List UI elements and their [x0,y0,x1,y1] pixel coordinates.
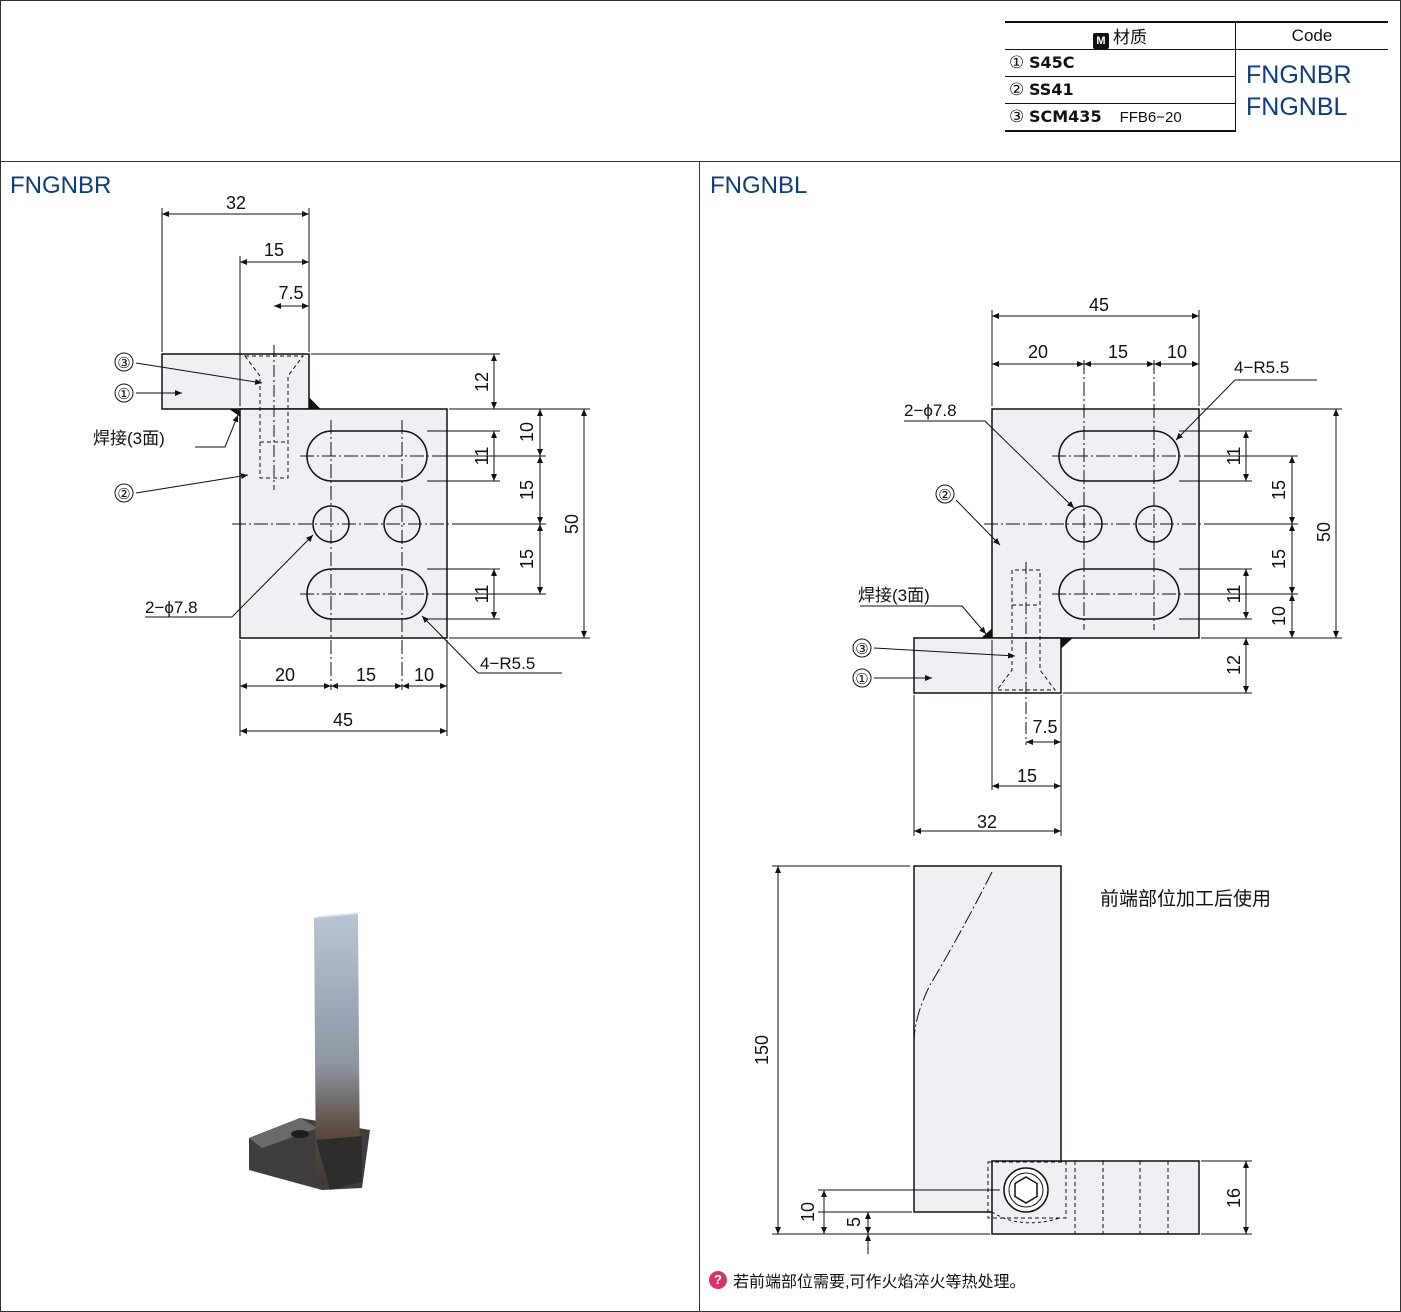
machining-note: 前端部位加工后使用 [1100,889,1272,910]
code-fngnbl: FNGNBL [1246,92,1348,121]
right-dim-15-bottom: 15 [1017,766,1037,786]
right-holes-label: 2−ϕ7.8 [904,401,957,420]
left-dim-15: 15 [264,240,284,260]
side-dim-10: 10 [798,1202,818,1222]
right-callout-1: ① [855,671,868,688]
left-dim-10-bottom: 10 [414,665,434,685]
right-part-geometry [913,360,1207,745]
left-dim-11-bottom: 11 [472,585,492,604]
left-callout-1: ① [117,386,130,403]
header-divider [0,161,1401,162]
right-slots-label: 4−R5.5 [1234,358,1289,377]
left-slots-label: 4−R5.5 [480,654,535,673]
material-row-2: ② SS41 [1005,76,1236,104]
left-dim-15-bottom: 15 [356,665,376,685]
left-dim-10: 10 [517,422,537,442]
right-callout-3: ③ [855,641,868,658]
left-dim-15-upper: 15 [517,480,537,500]
left-dim-12: 12 [472,372,492,392]
side-dim-16: 16 [1224,1188,1244,1208]
right-callout-2: ② [938,487,951,504]
left-callout-3: ③ [117,355,130,372]
right-dim-20: 20 [1028,342,1048,362]
material-marker-icon: M [1093,33,1109,49]
panel-divider [699,162,700,1312]
material-row-1: ① S45C [1005,49,1236,77]
left-dimension-lines [135,208,590,736]
right-dim-15: 15 [1108,342,1128,362]
left-dim-15-lower: 15 [517,549,537,569]
right-dim-11-top: 11 [1224,447,1244,466]
right-dimension-lines [860,310,1342,836]
right-dim-10: 10 [1167,342,1187,362]
warning-icon: ? [709,1271,727,1289]
heat-treatment-note: ?若前端部位需要,可作火焰淬火等热处理。 [709,1268,1025,1292]
left-dim-7-5: 7.5 [278,283,303,303]
side-dim-150: 150 [752,1035,772,1065]
right-panel-title: FNGNBL [710,172,808,199]
right-dim-15-lower: 15 [1269,549,1289,569]
right-dim-50: 50 [1314,522,1334,542]
left-dim-32: 32 [226,193,246,213]
left-holes-label: 2−ϕ7.8 [145,598,198,617]
right-dim-11-bottom: 11 [1224,585,1244,604]
product-photo [249,912,370,1190]
left-dim-45: 45 [333,710,353,730]
right-dim-12: 12 [1224,655,1244,675]
right-dim-7-5: 7.5 [1032,717,1057,737]
left-dim-20: 20 [275,665,295,685]
side-view [772,865,1252,1254]
left-weld-label: 焊接(3面) [93,429,165,448]
code-fngnbr: FNGNBR [1246,60,1352,89]
left-part-geometry [161,345,455,690]
right-dim-10-lower: 10 [1269,606,1289,626]
left-dim-50: 50 [562,514,582,534]
right-dim-15-upper: 15 [1269,480,1289,500]
code-header: Code [1235,21,1388,50]
right-weld-label: 焊接(3面) [858,586,930,605]
right-dim-32: 32 [977,812,997,832]
left-panel-title: FNGNBR [10,172,112,199]
left-callout-2: ② [117,486,130,503]
right-dim-45: 45 [1089,295,1109,315]
left-dim-11-top: 11 [472,447,492,466]
side-dim-5: 5 [844,1217,864,1227]
code-cell: FNGNBR FNGNBL [1235,49,1388,131]
